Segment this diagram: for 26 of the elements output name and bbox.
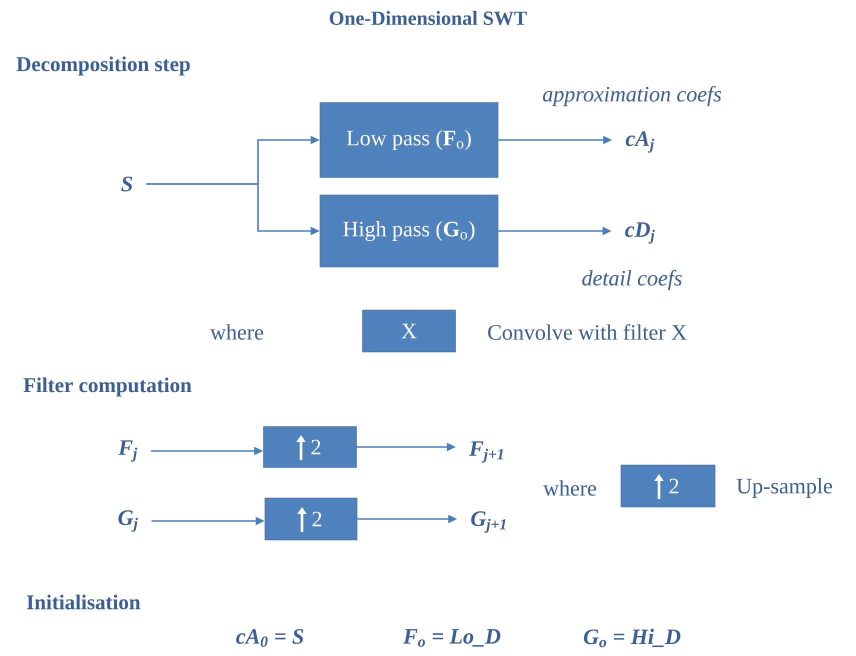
symbol-label: G$_{j+1}$	[471, 511, 506, 533]
filter-box: Low pass (F$_{o}$)	[320, 102, 498, 178]
filter-box: High pass (G$_{o}$)	[320, 194, 498, 268]
label-text: Convolve with filter X	[488, 324, 687, 340]
section-heading: Decomposition step	[16, 56, 190, 76]
label-text: Up-sample	[736, 478, 832, 498]
label-text: where	[543, 480, 596, 496]
title: One-Dimensional SWT	[330, 10, 527, 26]
upsample-box: 2	[620, 464, 716, 508]
symbol-label: cD$_{j}$	[625, 222, 655, 244]
symbol-label: cA$_{j}$	[626, 131, 654, 153]
formula: G$_{o}$ = Hi_D	[584, 628, 680, 648]
symbol-label: F$_{j}$	[118, 440, 138, 462]
section-heading: Initialisation	[26, 594, 140, 610]
label-text: where	[210, 324, 264, 340]
upsample-box: 2	[263, 426, 357, 468]
filter-box: X	[362, 310, 456, 352]
coefficient-caption: approximation coefs	[542, 86, 722, 106]
formula: cA$_{0}$ = S	[236, 629, 304, 647]
upsample-box: 2	[264, 498, 358, 540]
symbol-label: F$_{j+1}$	[469, 441, 503, 463]
section-heading: Filter computation	[24, 377, 192, 397]
formula: F$_{o}$ = Lo_D	[403, 629, 500, 647]
symbol-label: G$_{j}$	[118, 510, 138, 532]
symbol-label: S	[121, 176, 132, 192]
coefficient-caption: detail coefs	[582, 270, 682, 290]
